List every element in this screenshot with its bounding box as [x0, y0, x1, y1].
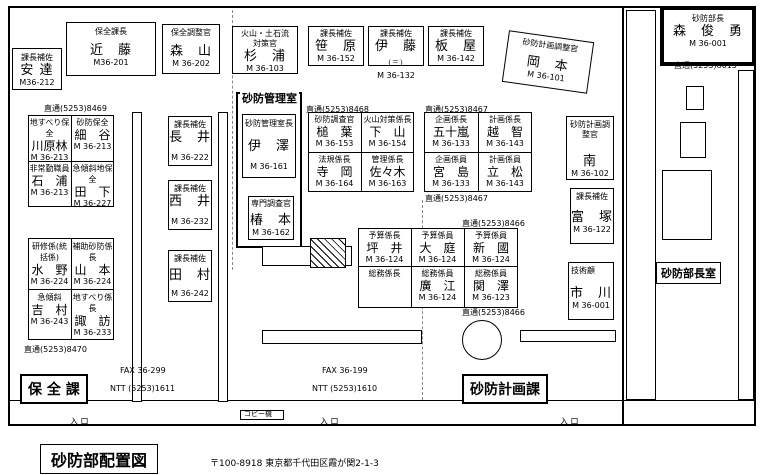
grid-divider — [71, 238, 72, 340]
entrance-right: 入 口 — [560, 417, 579, 426]
phone-8466a: 直通(5253)8466 — [462, 219, 525, 228]
phone-8469: 直通(5253)8469 — [44, 104, 107, 113]
desk-kondo: 保全課長 近 藤 M36-201 — [66, 22, 156, 76]
cabinet-col-mid — [218, 112, 228, 402]
fax-mid: FAX 36-199 — [322, 366, 368, 375]
phone-8466b: 直通(5253)8466 — [462, 308, 525, 317]
phone-8467a: 直通(5253)8467 — [425, 105, 488, 114]
desk-sasahara: 課長補佐 笹 原 M 36-152 — [308, 26, 364, 66]
desk-izawa: 砂防管理室長 伊 澤 M 36-161 — [242, 114, 296, 178]
yosan-grid — [358, 228, 518, 308]
desk-sugiura: 火山・土石流 対策官 杉 浦 M 36-103 — [232, 26, 298, 74]
copier-label: コピー機 — [244, 410, 272, 418]
dashed-divider-left — [232, 10, 233, 270]
cabinet-row — [262, 330, 422, 344]
cabinet-lower-right — [520, 330, 616, 342]
room-label-kanri: 砂防管理室 — [240, 90, 299, 106]
room-label-hozen: 保 全 課 — [20, 374, 88, 404]
entrance-mid: 入 口 — [320, 417, 339, 426]
desk-tomizuka: 課長補佐 富 塚 M 36-122 — [570, 188, 614, 244]
sofa-1 — [680, 122, 706, 158]
desk-anzai: 課長補佐 安 達 M36-212 — [12, 48, 62, 90]
desk-mori: 砂防部長 森 俊 勇 M 36-001 — [662, 8, 754, 64]
grid-divider — [478, 112, 479, 192]
desk-itaya: 課長補佐 板 屋 M 36-142 — [428, 26, 484, 66]
copier — [240, 410, 284, 420]
grid-divider — [361, 112, 362, 192]
fax-left: FAX 36-299 — [120, 366, 166, 375]
ntt-mid: NTT (5253)1610 — [312, 384, 378, 393]
grid-divider — [464, 228, 465, 308]
grid-divider — [71, 115, 72, 207]
desk-tsubaki: 専門調査官 椿 本 M 36-162 — [248, 196, 294, 240]
entrance-left: 入 口 — [70, 417, 89, 426]
page-title: 砂防部配置図 — [40, 444, 159, 474]
buchou-room-inner — [660, 6, 756, 66]
table-buchou — [662, 170, 712, 240]
sofa-2 — [686, 86, 704, 110]
cabinet-col-left — [132, 112, 142, 402]
stair-block — [310, 238, 346, 268]
round-table — [462, 320, 502, 360]
desk-ichikawa: 技術顧 市 川 M 36-001 — [568, 262, 614, 320]
grid-divider — [358, 266, 518, 267]
room-label-keikaku: 砂防計画課 — [462, 374, 548, 404]
phone-8468: 直通(5253)8468 — [306, 105, 369, 114]
phone-8015: 直通(5253)8015 — [674, 61, 737, 70]
address: 〒100-8918 東京都千代田区霞が関2-1-3 — [210, 459, 379, 469]
grid-divider — [411, 228, 412, 308]
desk-moriyama: 保全調整官 森 山 M 36-202 — [162, 24, 220, 74]
phone-8470: 直通(5253)8470 — [24, 345, 87, 354]
cabinet-far-right — [738, 70, 754, 400]
desk-nagai: 課長補佐 長 井 M 36-222 — [168, 116, 212, 166]
cabinet-right-stack — [626, 10, 656, 400]
yosan-cell-3: 総務係長 — [368, 269, 401, 278]
desk-nishii: 課長補佐 西 井 M 36-232 — [168, 180, 212, 230]
desk-ito: 課長補佐 伊 藤(三) M 36-132 — [368, 26, 424, 80]
ntt-left: NTT (5253)1611 — [110, 384, 176, 393]
phone-8467b: 直通(5253)8467 — [425, 194, 488, 203]
desk-minami: 砂防計画調整官 南 M 36-102 — [566, 116, 614, 180]
desk-tamura: 課長補佐 田 村 M 36-242 — [168, 250, 212, 302]
partition-line — [8, 400, 756, 401]
room-label-buchou: 砂防部長室 — [656, 262, 721, 284]
